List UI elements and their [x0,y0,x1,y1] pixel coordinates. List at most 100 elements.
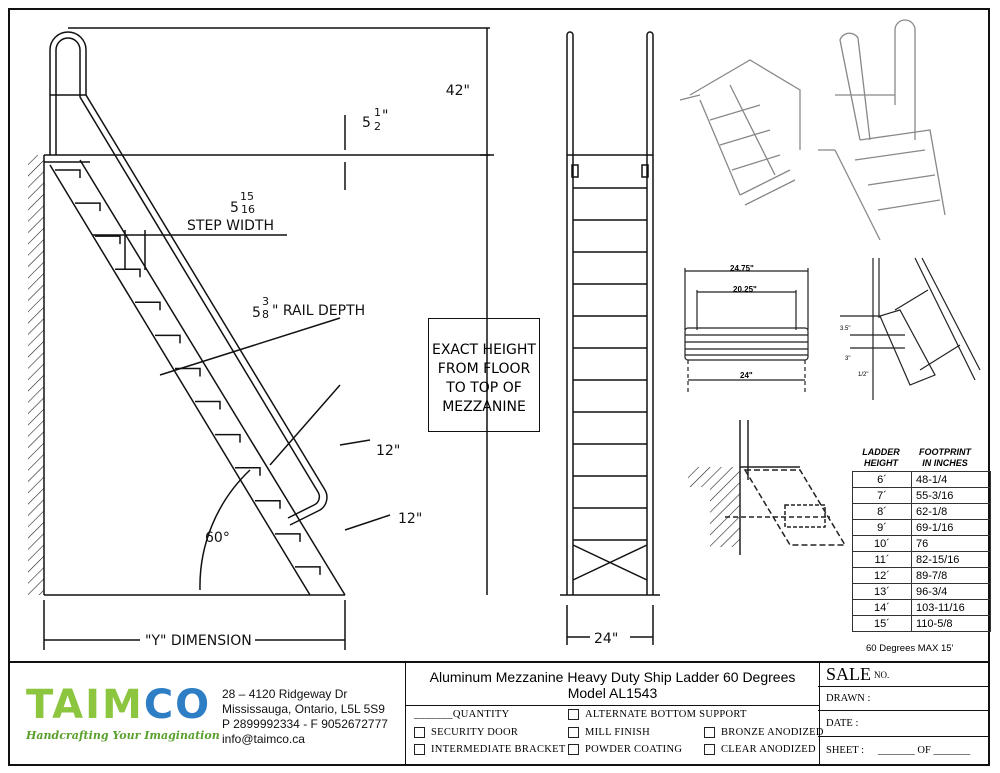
footprint-value: 82-15/16 [911,551,991,568]
header-line: FOOTPRINT [919,447,971,457]
footprint-value: 62-1/8 [911,503,991,520]
dim-5-half-den: 2 [374,120,381,133]
step-width-whole: 5 [230,200,239,216]
option-bronze-anodized[interactable]: BRONZE ANODIZED [704,727,824,738]
checkbox[interactable] [414,744,425,755]
quantity-field[interactable]: _______QUANTITY [414,709,510,720]
option-label: CLEAR ANODIZED [721,744,816,755]
quantity-label: _______QUANTITY [414,709,510,720]
checkbox[interactable] [568,709,579,720]
ladder-height: 6´ [852,471,912,488]
option-alternate-bottom-support[interactable]: ALTERNATE BOTTOM SUPPORT [568,709,747,720]
footprint-value: 89-7/8 [911,567,991,584]
options-panel: Aluminum Mezzanine Heavy Duty Ship Ladde… [405,663,823,766]
sheet-label: SHEET : [826,745,865,756]
checkbox[interactable] [568,727,579,738]
angle-label: 60° [205,530,230,546]
option-powder-coating[interactable]: POWDER COATING [568,744,682,755]
logo-tagline: Handcrafting Your Imagination [26,729,220,742]
rail-depth-den: 8 [262,308,269,321]
logo-green: TAIM [26,682,144,728]
table-row: 9´69-1/16 [852,519,991,536]
side-step [255,500,281,509]
side-detail-d2: 3" [845,356,850,362]
table-row: 15´110-5/8 [852,615,991,632]
address-phone: P 2899992334 - F 9052672777 [222,717,388,731]
wall-hatch [28,155,44,595]
step-width-label: STEP WIDTH [187,218,274,234]
stringer [49,164,311,596]
ladder-height: 9´ [852,519,912,536]
rail-depth-whole: 5 [252,305,261,321]
dim-5-half-unit: " [382,108,388,124]
checkbox[interactable] [704,744,715,755]
y-dimension-label: "Y" DIMENSION [145,633,252,649]
note-line: MEZZANINE [442,399,526,415]
dim-5-half-whole: 5 [362,115,371,131]
option-label: MILL FINISH [585,727,651,738]
footprint-value: 103-11/16 [911,599,991,616]
table-row: 14´103-11/16 [852,599,991,616]
checkbox[interactable] [414,727,425,738]
option-label: SECURITY DOOR [431,727,519,738]
table-row: 7´55-3/16 [852,487,991,504]
footprint-note: 60 Degrees MAX 15' [866,643,954,654]
front-width-dim: 24" [594,631,618,647]
address-street: 28 – 4120 Ridgeway Dr [222,687,348,701]
side-detail-d1: 3.5" [840,326,850,332]
rail-depth-num: 3 [262,295,269,308]
title-block: TAIMCO Handcrafting Your Imagination 28 … [8,661,990,766]
sale-no: NO. [874,669,890,680]
footprint-value: 110-5/8 [911,615,991,632]
note-line: EXACT HEIGHT [432,342,536,358]
mount-detail [688,420,847,555]
address-email: info@taimco.ca [222,732,305,746]
side-step [195,400,221,410]
note-line: FROM FLOOR [437,361,531,377]
side-step [215,433,241,443]
side-step [235,466,261,476]
side-step [295,566,321,575]
footprint-value: 96-3/4 [911,583,991,600]
footprint-value: 69-1/16 [911,519,991,536]
ladder-height: 14´ [852,599,912,616]
top-detail [684,268,809,395]
drawing-title: Aluminum Mezzanine Heavy Duty Ship Ladde… [406,663,819,706]
side-detail-d3: 1/2" [858,372,868,378]
company-address: 28 – 4120 Ridgeway Dr Mississauga, Ontar… [222,687,388,747]
table-row: 11´82-15/16 [852,551,991,568]
header-line: HEIGHT [863,458,898,468]
footprint-value: 55-3/16 [911,487,991,504]
checkbox[interactable] [568,744,579,755]
side-step [135,301,161,311]
ladder-height: 13´ [852,583,912,600]
side-detail [840,257,981,400]
dim-12-a: 12" [376,443,400,459]
sheet-border [8,8,990,766]
header-line: IN INCHES [922,458,968,468]
option-security-door[interactable]: SECURITY DOOR [414,727,518,738]
sale-label: SALE [826,664,871,684]
option-clear-anodized[interactable]: CLEAR ANODIZED [704,744,816,755]
side-step [55,169,81,178]
table-row: 12´89-7/8 [852,567,991,584]
note-line: TO TOP OF [446,380,522,396]
option-intermediate-bracket[interactable]: INTERMEDIATE BRACKET [414,744,566,755]
dim-12-b: 12" [398,511,422,527]
top-detail-bottom: 24" [740,371,753,380]
top-detail-outer: 24.75" [730,264,754,273]
option-mill-finish[interactable]: MILL FINISH [568,727,650,738]
handrail [49,31,328,526]
side-step [95,235,121,245]
table-row: 13´96-3/4 [852,583,991,600]
checkbox[interactable] [704,727,715,738]
date-label: DATE : [826,718,859,729]
side-step [75,202,101,212]
footprint-value: 48-1/4 [911,471,991,488]
drawn-row: DRAWN : [818,687,990,711]
dim-42: 42" [446,83,470,99]
logo-blue: CO [143,682,212,728]
